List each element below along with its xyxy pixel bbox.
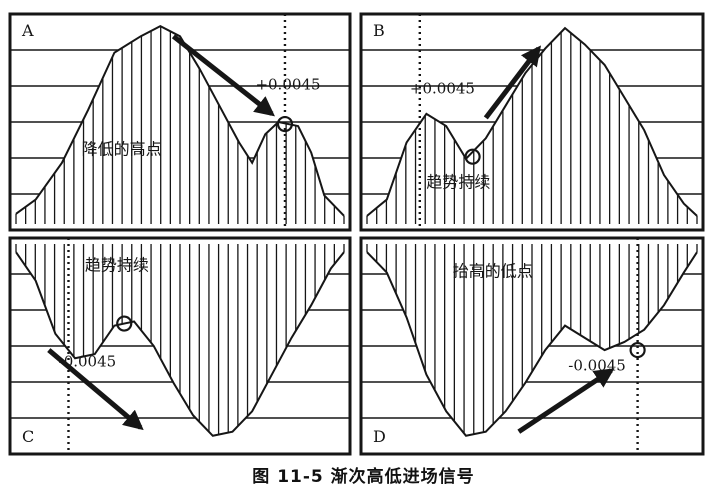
trend-arrow xyxy=(171,34,275,117)
trend-arrow xyxy=(483,45,542,120)
panel-letter: A xyxy=(21,21,34,40)
annotation-label: 降低的高点 xyxy=(82,140,162,159)
threshold-label: -0.0045 xyxy=(59,352,117,370)
annotation-label: 抬高的低点 xyxy=(453,262,533,281)
panel-frame xyxy=(8,236,352,456)
annotation-label: 趋势持续 xyxy=(85,256,149,275)
signal-circle xyxy=(629,341,646,359)
panel-letter: D xyxy=(373,427,386,446)
panel-frame xyxy=(8,12,352,232)
trend-arrow xyxy=(47,348,144,431)
threshold-label: +0.0045 xyxy=(410,79,475,97)
signal-circle xyxy=(464,148,481,165)
panel-a: 降低的高点 +0.0045 A xyxy=(8,12,352,232)
signal-circle xyxy=(116,315,133,332)
threshold-label: -0.0045 xyxy=(568,356,626,374)
threshold-label: +0.0045 xyxy=(255,75,320,93)
area-outline xyxy=(366,251,698,437)
panel-letter: B xyxy=(373,21,385,40)
area-outline xyxy=(15,251,345,437)
panel-frame xyxy=(359,12,705,232)
panel-frame xyxy=(359,236,705,456)
area-outline xyxy=(15,24,345,217)
annotation-label: 趋势持续 xyxy=(426,172,490,191)
panel-b: 趋势持续 +0.0045 B xyxy=(359,12,705,232)
signal-circle xyxy=(276,115,294,133)
figure-caption: 图 11-5 渐次高低进场信号 xyxy=(252,467,475,487)
panel-letter: C xyxy=(22,427,34,446)
trend-arrow xyxy=(517,368,615,434)
